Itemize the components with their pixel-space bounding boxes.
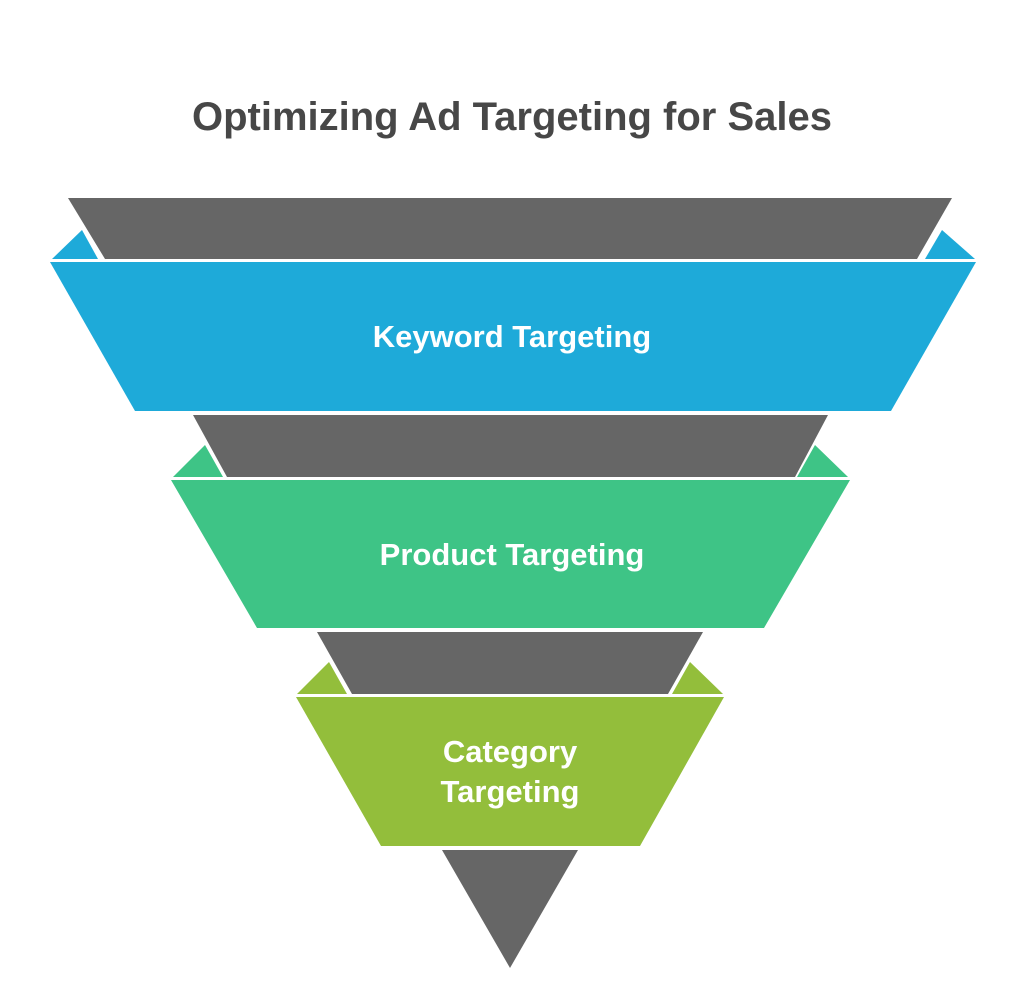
fold-tab-right (925, 230, 975, 259)
funnel-stage-product (171, 480, 850, 628)
diagram-title: Optimizing Ad Targeting for Sales (191, 95, 833, 139)
funnel-connector (317, 632, 703, 694)
funnel-stage-category (296, 697, 724, 846)
funnel-stage-keyword (50, 262, 976, 411)
funnel-connector (193, 415, 828, 477)
fold-tab-right (672, 662, 723, 694)
funnel-connector (68, 198, 952, 259)
fold-tab-left (52, 230, 98, 259)
fold-tab-left (297, 662, 347, 694)
stage-label-keyword: Keyword Targeting (372, 319, 652, 354)
stage-label-category: Category Targeting (440, 734, 580, 809)
stage-label-product: Product Targeting (379, 537, 645, 572)
funnel-tip (442, 850, 578, 968)
fold-tab-left (173, 445, 223, 477)
fold-tab-right (797, 445, 848, 477)
